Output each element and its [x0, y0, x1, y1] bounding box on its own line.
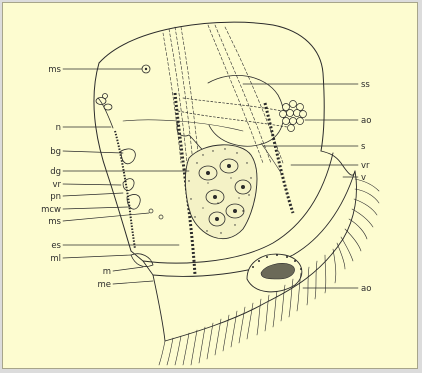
label-ms-left: ms	[48, 217, 61, 227]
label-ao-top: ao	[361, 116, 371, 126]
label-mcw: mcw	[41, 205, 61, 215]
label-v: v	[361, 173, 366, 183]
figure-panel: ms n bg dg vr pn mcw ms es ml m me ss ao…	[2, 2, 418, 369]
label-es: es	[51, 241, 61, 251]
lower-body-left	[131, 251, 165, 341]
label-ms-top: ms	[48, 65, 61, 75]
inner-dotted-contour	[183, 98, 293, 113]
label-n: n	[56, 123, 61, 133]
label-s: s	[361, 142, 366, 152]
label-dg: dg	[50, 167, 61, 177]
ao-cluster-top	[280, 101, 307, 132]
inner-dotted-contour-2	[178, 111, 293, 128]
cilia-fringe-bottom	[159, 249, 336, 365]
label-vr-left: vr	[52, 180, 61, 190]
cilia-fringe-right	[337, 179, 379, 269]
label-group-right: ss ao s vr v ao	[361, 80, 371, 294]
band-loop	[177, 121, 207, 151]
body-left-wall	[94, 63, 131, 251]
label-ss: ss	[361, 80, 370, 90]
label-vr-right: vr	[361, 161, 370, 171]
label-bg: bg	[50, 147, 61, 157]
label-m: m	[103, 267, 111, 277]
ms-top-organ	[142, 65, 150, 73]
label-ml: ml	[50, 254, 61, 264]
velum-rim	[321, 151, 355, 175]
label-pn: pn	[50, 192, 61, 202]
label-ao-bottom: ao	[361, 284, 371, 294]
anatomical-diagram: ms n bg dg vr pn mcw ms es ml m me ss ao…	[3, 3, 418, 369]
lower-lobe	[165, 239, 343, 341]
label-me: me	[97, 280, 111, 290]
